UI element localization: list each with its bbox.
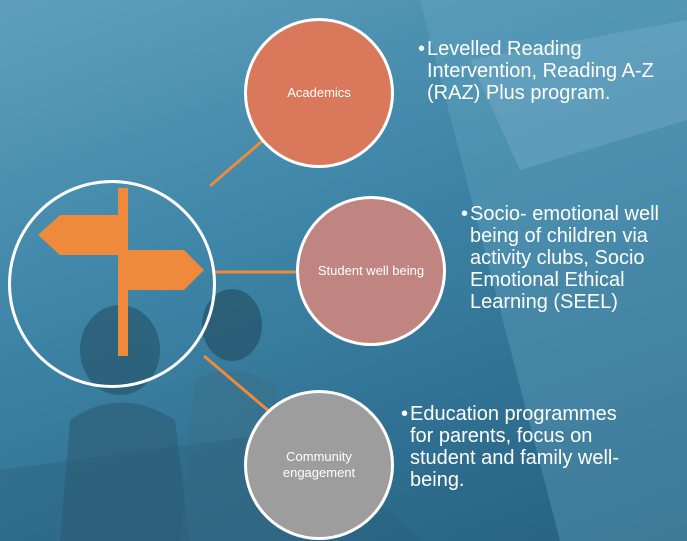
wellbeing-description-text: Socio- emotional well being of children … bbox=[470, 203, 659, 313]
connector-academics bbox=[209, 134, 269, 188]
community-description-text: Education programmes for parents, focus … bbox=[410, 403, 619, 491]
community-circle: Community engagement bbox=[244, 390, 394, 540]
community-description: • Education programmes for parents, focu… bbox=[401, 403, 645, 491]
academics-description: • Levelled Reading Intervention, Reading… bbox=[418, 38, 667, 104]
bullet-icon: • bbox=[418, 38, 426, 60]
signpost-icon bbox=[38, 188, 204, 356]
connector-community bbox=[203, 354, 271, 414]
wellbeing-circle: Student well being bbox=[296, 196, 446, 346]
academics-circle: Academics bbox=[244, 18, 394, 168]
academics-description-text: Levelled Reading Intervention, Reading A… bbox=[427, 38, 654, 104]
hub-circle bbox=[8, 180, 216, 388]
academics-label: Academics bbox=[287, 85, 351, 100]
community-label: Community engagement bbox=[282, 449, 356, 480]
bullet-icon: • bbox=[401, 403, 409, 425]
wellbeing-label: Student well being bbox=[317, 263, 425, 278]
wellbeing-description: • Socio- emotional well being of childre… bbox=[461, 203, 685, 313]
bullet-icon: • bbox=[461, 203, 469, 225]
